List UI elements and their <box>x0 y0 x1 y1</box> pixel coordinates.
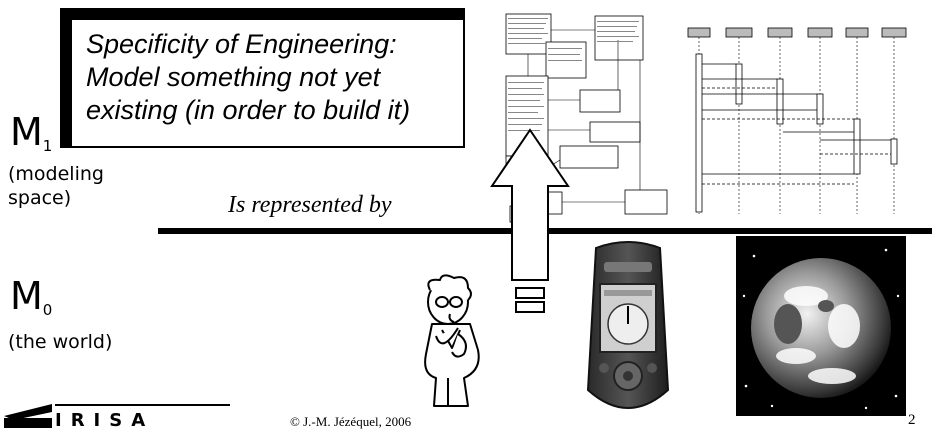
irisa-logo-icon <box>4 404 52 428</box>
relation-label: Is represented by <box>228 192 392 218</box>
m1-index: 1 <box>42 137 53 155</box>
callout-line-2: Model something not yet <box>86 62 381 92</box>
thinking-engineer-icon <box>424 274 480 407</box>
m0-label: M0 <box>10 274 52 319</box>
m0-desc-line-1: (the world) <box>8 331 113 353</box>
m0-description: (the world) <box>8 330 112 354</box>
earth-photo <box>736 236 906 416</box>
callout-line-1: Specificity of Engineering: <box>86 29 397 59</box>
copyright-footer: © J.-M. Jézéquel, 2006 <box>290 414 412 429</box>
callout-line-3: existing (in order to build it) <box>86 95 411 125</box>
irisa-logo-text: IRISA <box>55 410 155 431</box>
page-number: 2 <box>908 412 916 428</box>
m0-letter: M <box>10 274 43 318</box>
up-arrow-icon <box>490 128 570 313</box>
sequence-diagram-thumbnail <box>687 27 907 214</box>
logo-rule <box>55 404 230 406</box>
gps-device-icon <box>586 241 670 409</box>
m1-description: (modeling space) <box>8 162 104 210</box>
engineering-callout: Specificity of Engineering: Model someth… <box>70 18 465 148</box>
class-diagram-thumbnail <box>505 13 668 223</box>
m1-desc-line-1: (modeling <box>8 163 104 185</box>
m1-label: M1 <box>10 110 52 155</box>
m1-desc-line-2: space) <box>8 187 72 209</box>
m1-letter: M <box>10 110 43 154</box>
m0-index: 0 <box>42 301 53 319</box>
